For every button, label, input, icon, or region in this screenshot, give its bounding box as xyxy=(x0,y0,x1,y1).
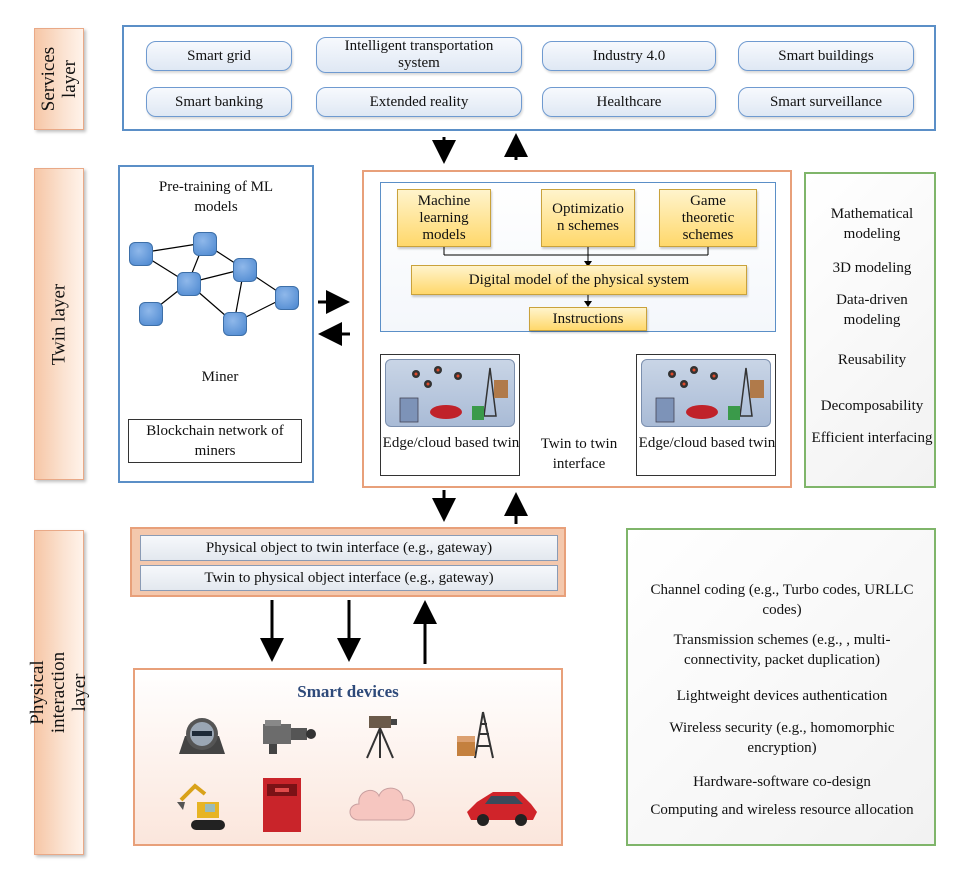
cell-tower-icon xyxy=(457,711,494,759)
miner-label: Miner xyxy=(201,369,239,385)
feature-efficient-interfacing: Efficient interfacing xyxy=(811,430,933,446)
feature-data-driven-modeling: Data-driven modeling xyxy=(836,292,908,328)
miner-node xyxy=(177,272,201,296)
blockchain-panel: Pre-training of ML models Miner Blockcha… xyxy=(118,165,314,483)
service-smart-banking: Smart banking xyxy=(146,87,292,117)
edge-twin-left-label: Edge/cloud based twin xyxy=(382,435,520,451)
twin-core-panel: Machine learning models Optimizatio n sc… xyxy=(362,170,792,488)
miner-node xyxy=(233,258,257,282)
feature-transmission-schemes: Transmission schemes (e.g., , multi-conn… xyxy=(673,632,891,668)
service-smart-buildings: Smart buildings xyxy=(738,41,914,71)
feature-decomposability: Decomposability xyxy=(820,398,924,414)
excavator-icon xyxy=(177,783,225,830)
feature-lightweight-authentication: Lightweight devices authentication xyxy=(676,688,888,704)
twin-layer-label: Twin layer xyxy=(34,168,84,480)
digital-model-panel: Machine learning models Optimizatio n sc… xyxy=(380,182,776,332)
service-intelligent-transportation: Intelligent transportation system xyxy=(316,37,522,73)
feature-channel-coding: Channel coding (e.g., Turbo codes, URLLC… xyxy=(650,582,914,618)
edge-twin-right-label: Edge/cloud based twin xyxy=(638,435,776,451)
service-extended-reality: Extended reality xyxy=(316,87,522,117)
physical-to-twin-interface: Physical object to twin interface (e.g.,… xyxy=(140,535,558,561)
twin-features-panel: Mathematical modeling 3D modeling Data-d… xyxy=(804,172,936,488)
service-healthcare: Healthcare xyxy=(542,87,716,117)
game-theoretic-box: Game theoretic schemes xyxy=(659,189,757,247)
miner-node xyxy=(275,286,299,310)
ml-models-box: Machine learning models xyxy=(397,189,491,247)
feature-resource-allocation: Computing and wireless resource allocati… xyxy=(650,802,914,818)
smart-devices-title: Smart devices xyxy=(297,682,399,701)
miner-node xyxy=(129,242,153,266)
server-cabinet-icon xyxy=(263,778,301,832)
physical-features-panel: Channel coding (e.g., Turbo codes, URLLC… xyxy=(626,528,936,846)
gateway-interface-panel: Physical object to twin interface (e.g.,… xyxy=(130,527,566,597)
feature-mathematical-modeling: Mathematical modeling xyxy=(830,206,914,242)
edge-twin-right: Edge/cloud based twin xyxy=(636,354,776,476)
car-icon xyxy=(467,792,537,826)
feature-wireless-security: Wireless security (e.g., homomorphic enc… xyxy=(669,720,895,756)
smart-devices-panel: Smart devices xyxy=(133,668,563,846)
feature-reusability: Reusability xyxy=(837,352,907,368)
optimization-box: Optimizatio n schemes xyxy=(541,189,635,247)
blockchain-network-box: Blockchain network of miners xyxy=(128,419,302,463)
tripod-camera-icon xyxy=(366,716,397,759)
pretraining-label: Pre-training of ML models xyxy=(158,179,274,215)
cloud-icon xyxy=(349,787,415,821)
service-smart-surveillance: Smart surveillance xyxy=(738,87,914,117)
digital-model-box: Digital model of the physical system xyxy=(411,265,747,295)
drone-city-icon xyxy=(399,366,508,423)
miner-node xyxy=(223,312,247,336)
service-smart-grid: Smart grid xyxy=(146,41,292,71)
service-industry-4: Industry 4.0 xyxy=(542,41,716,71)
twin-image-right xyxy=(641,359,771,427)
twin-to-twin-label: Twin to twin interface xyxy=(540,436,618,472)
services-layer-label: Services layer xyxy=(34,28,84,130)
twin-image-left xyxy=(385,359,515,427)
services-panel: Smart grid Intelligent transportation sy… xyxy=(122,25,936,131)
feature-3d-modeling: 3D modeling xyxy=(832,260,912,276)
sensor-icon xyxy=(179,718,225,754)
twin-to-physical-interface: Twin to physical object interface (e.g.,… xyxy=(140,565,558,591)
physical-layer-label: Physical interaction layer xyxy=(28,530,91,855)
drone-city-icon xyxy=(655,366,764,423)
camera-icon xyxy=(263,720,316,754)
instructions-box: Instructions xyxy=(529,307,647,331)
feature-hardware-software: Hardware-software co-design xyxy=(693,774,871,790)
miner-node xyxy=(139,302,163,326)
edge-twin-left: Edge/cloud based twin xyxy=(380,354,520,476)
miner-node xyxy=(193,232,217,256)
